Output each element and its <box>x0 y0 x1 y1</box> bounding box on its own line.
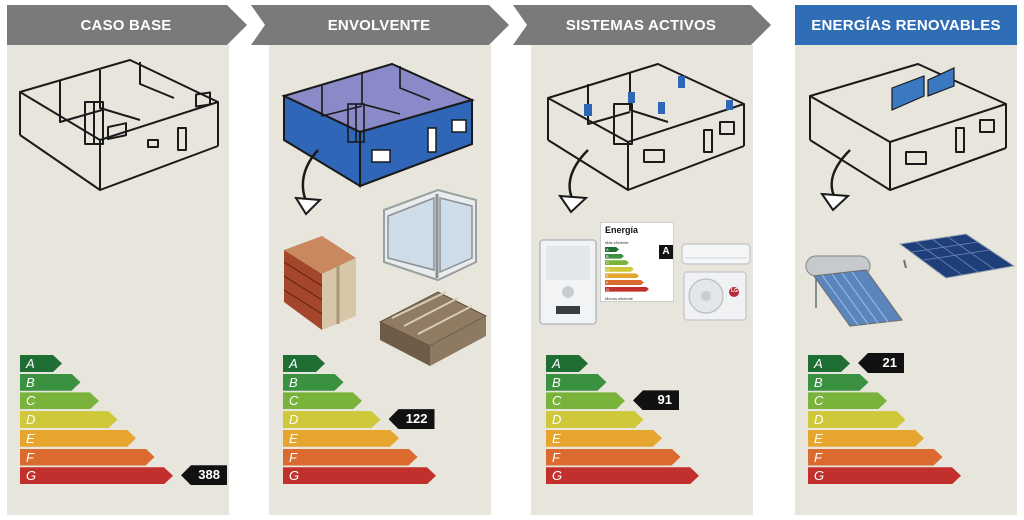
header-energias-renovables: ENERGÍAS RENOVABLES <box>795 5 1017 45</box>
header-sistemas-activos: SISTEMAS ACTIVOS <box>513 5 771 45</box>
header-label: SISTEMAS ACTIVOS <box>565 16 717 34</box>
energy-label-bar: E <box>605 273 639 278</box>
scale-bar-g: G <box>808 467 961 484</box>
energy-label-bottom-text: Menos eficiente <box>605 296 634 301</box>
rating-value-marker: 21 <box>858 353 904 373</box>
rating-value-marker: 122 <box>388 409 435 430</box>
scale-bar-f: F <box>808 449 943 466</box>
scale-bar-d: D <box>20 411 118 428</box>
header-label: ENVOLVENTE <box>327 16 431 34</box>
scale-bar-f: F <box>283 449 418 466</box>
scale-bar-f: F <box>546 449 681 466</box>
scale-bar-b: B <box>283 374 344 391</box>
header-caso-base: CASO BASE <box>7 5 247 45</box>
energy-label-bar: G <box>605 287 649 292</box>
energy-label-bar: C <box>605 260 629 265</box>
scale-bar-c: C <box>20 392 99 409</box>
energy-label-bar: A <box>605 247 619 252</box>
scale-bar-g: G <box>546 467 699 484</box>
scale-bar-e: E <box>283 430 399 447</box>
scale-bar-b: B <box>546 374 607 391</box>
scale-bar-g: G <box>20 467 173 484</box>
scale-bar-f: F <box>20 449 155 466</box>
header-label: CASO BASE <box>80 16 172 34</box>
ac-brand-logo: LG <box>731 288 738 294</box>
scale-bar-a: A <box>283 355 325 372</box>
scale-bar-b: B <box>808 374 869 391</box>
scale-bar-d: D <box>546 411 644 428</box>
scale-bar-a: A <box>20 355 62 372</box>
rating-value-marker: 388 <box>181 465 227 486</box>
scale-bar-a: A <box>546 355 588 372</box>
scale-bar-c: C <box>808 392 887 409</box>
scale-bar-e: E <box>546 430 662 447</box>
rating-value-marker: 91 <box>633 390 679 411</box>
scale-bar-d: D <box>283 411 381 428</box>
energy-label-bar: F <box>605 280 644 285</box>
scale-bar-e: E <box>808 430 924 447</box>
scale-bar-c: C <box>546 392 625 409</box>
header-envolvente: ENVOLVENTE <box>251 5 509 45</box>
scale-bar-d: D <box>808 411 906 428</box>
scale-bar-b: B <box>20 374 81 391</box>
scale-bar-g: G <box>283 467 436 484</box>
scale-bar-c: C <box>283 392 362 409</box>
energy-label-grade: A <box>659 245 673 259</box>
scale-bar-e: E <box>20 430 136 447</box>
header-label: ENERGÍAS RENOVABLES <box>811 16 1001 34</box>
energy-label-bar: B <box>605 254 624 259</box>
scale-bar-a: A <box>808 355 850 372</box>
energy-label-title: Energía <box>605 225 639 235</box>
energy-label-top-text: Más eficiente <box>605 240 629 245</box>
energy-label-bar: D <box>605 267 634 272</box>
